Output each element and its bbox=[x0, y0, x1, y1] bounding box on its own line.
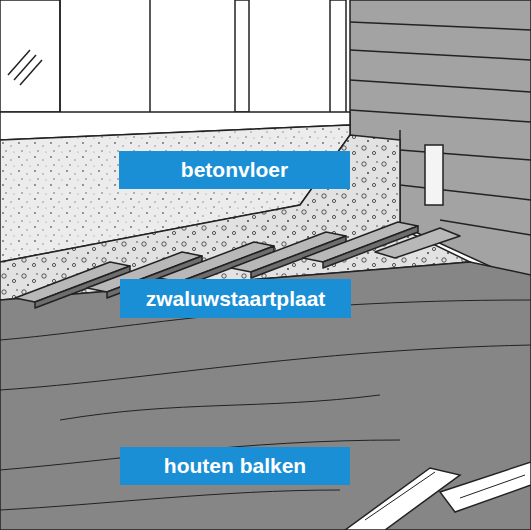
label-box: zwaluwstaartplaat bbox=[120, 279, 351, 318]
label-text: houten balken bbox=[164, 454, 306, 477]
rib bbox=[375, 228, 460, 258]
wood-grain bbox=[0, 490, 340, 510]
plank-line bbox=[400, 150, 531, 160]
label-text: betonvloer bbox=[181, 158, 288, 181]
glass-hatch bbox=[8, 50, 30, 75]
plank-line bbox=[350, 22, 531, 30]
plank-line bbox=[350, 80, 531, 92]
glass-hatch bbox=[14, 55, 36, 80]
plank-line bbox=[400, 185, 531, 200]
beam bbox=[440, 462, 531, 512]
beam-grain bbox=[460, 475, 525, 498]
door-frame bbox=[330, 0, 346, 120]
beam bbox=[345, 468, 460, 530]
wall-line bbox=[59, 0, 61, 112]
glass-hatch bbox=[20, 60, 42, 85]
window-frame bbox=[0, 0, 60, 112]
wood-grain bbox=[0, 345, 531, 390]
plank-line bbox=[350, 50, 531, 60]
plank-line bbox=[350, 110, 531, 122]
label-box: houten balken bbox=[120, 447, 350, 485]
label-box: betonvloer bbox=[119, 151, 350, 189]
wood-grain bbox=[60, 395, 380, 420]
wall-opening bbox=[425, 145, 443, 205]
beams bbox=[345, 462, 531, 530]
wall-line bbox=[149, 0, 151, 112]
frames bbox=[0, 0, 346, 120]
door-frame bbox=[235, 0, 249, 112]
beam-grain bbox=[365, 472, 435, 520]
wood-deck bbox=[0, 262, 531, 530]
deck-board bbox=[0, 262, 531, 530]
label-text: zwaluwstaartplaat bbox=[146, 287, 326, 310]
